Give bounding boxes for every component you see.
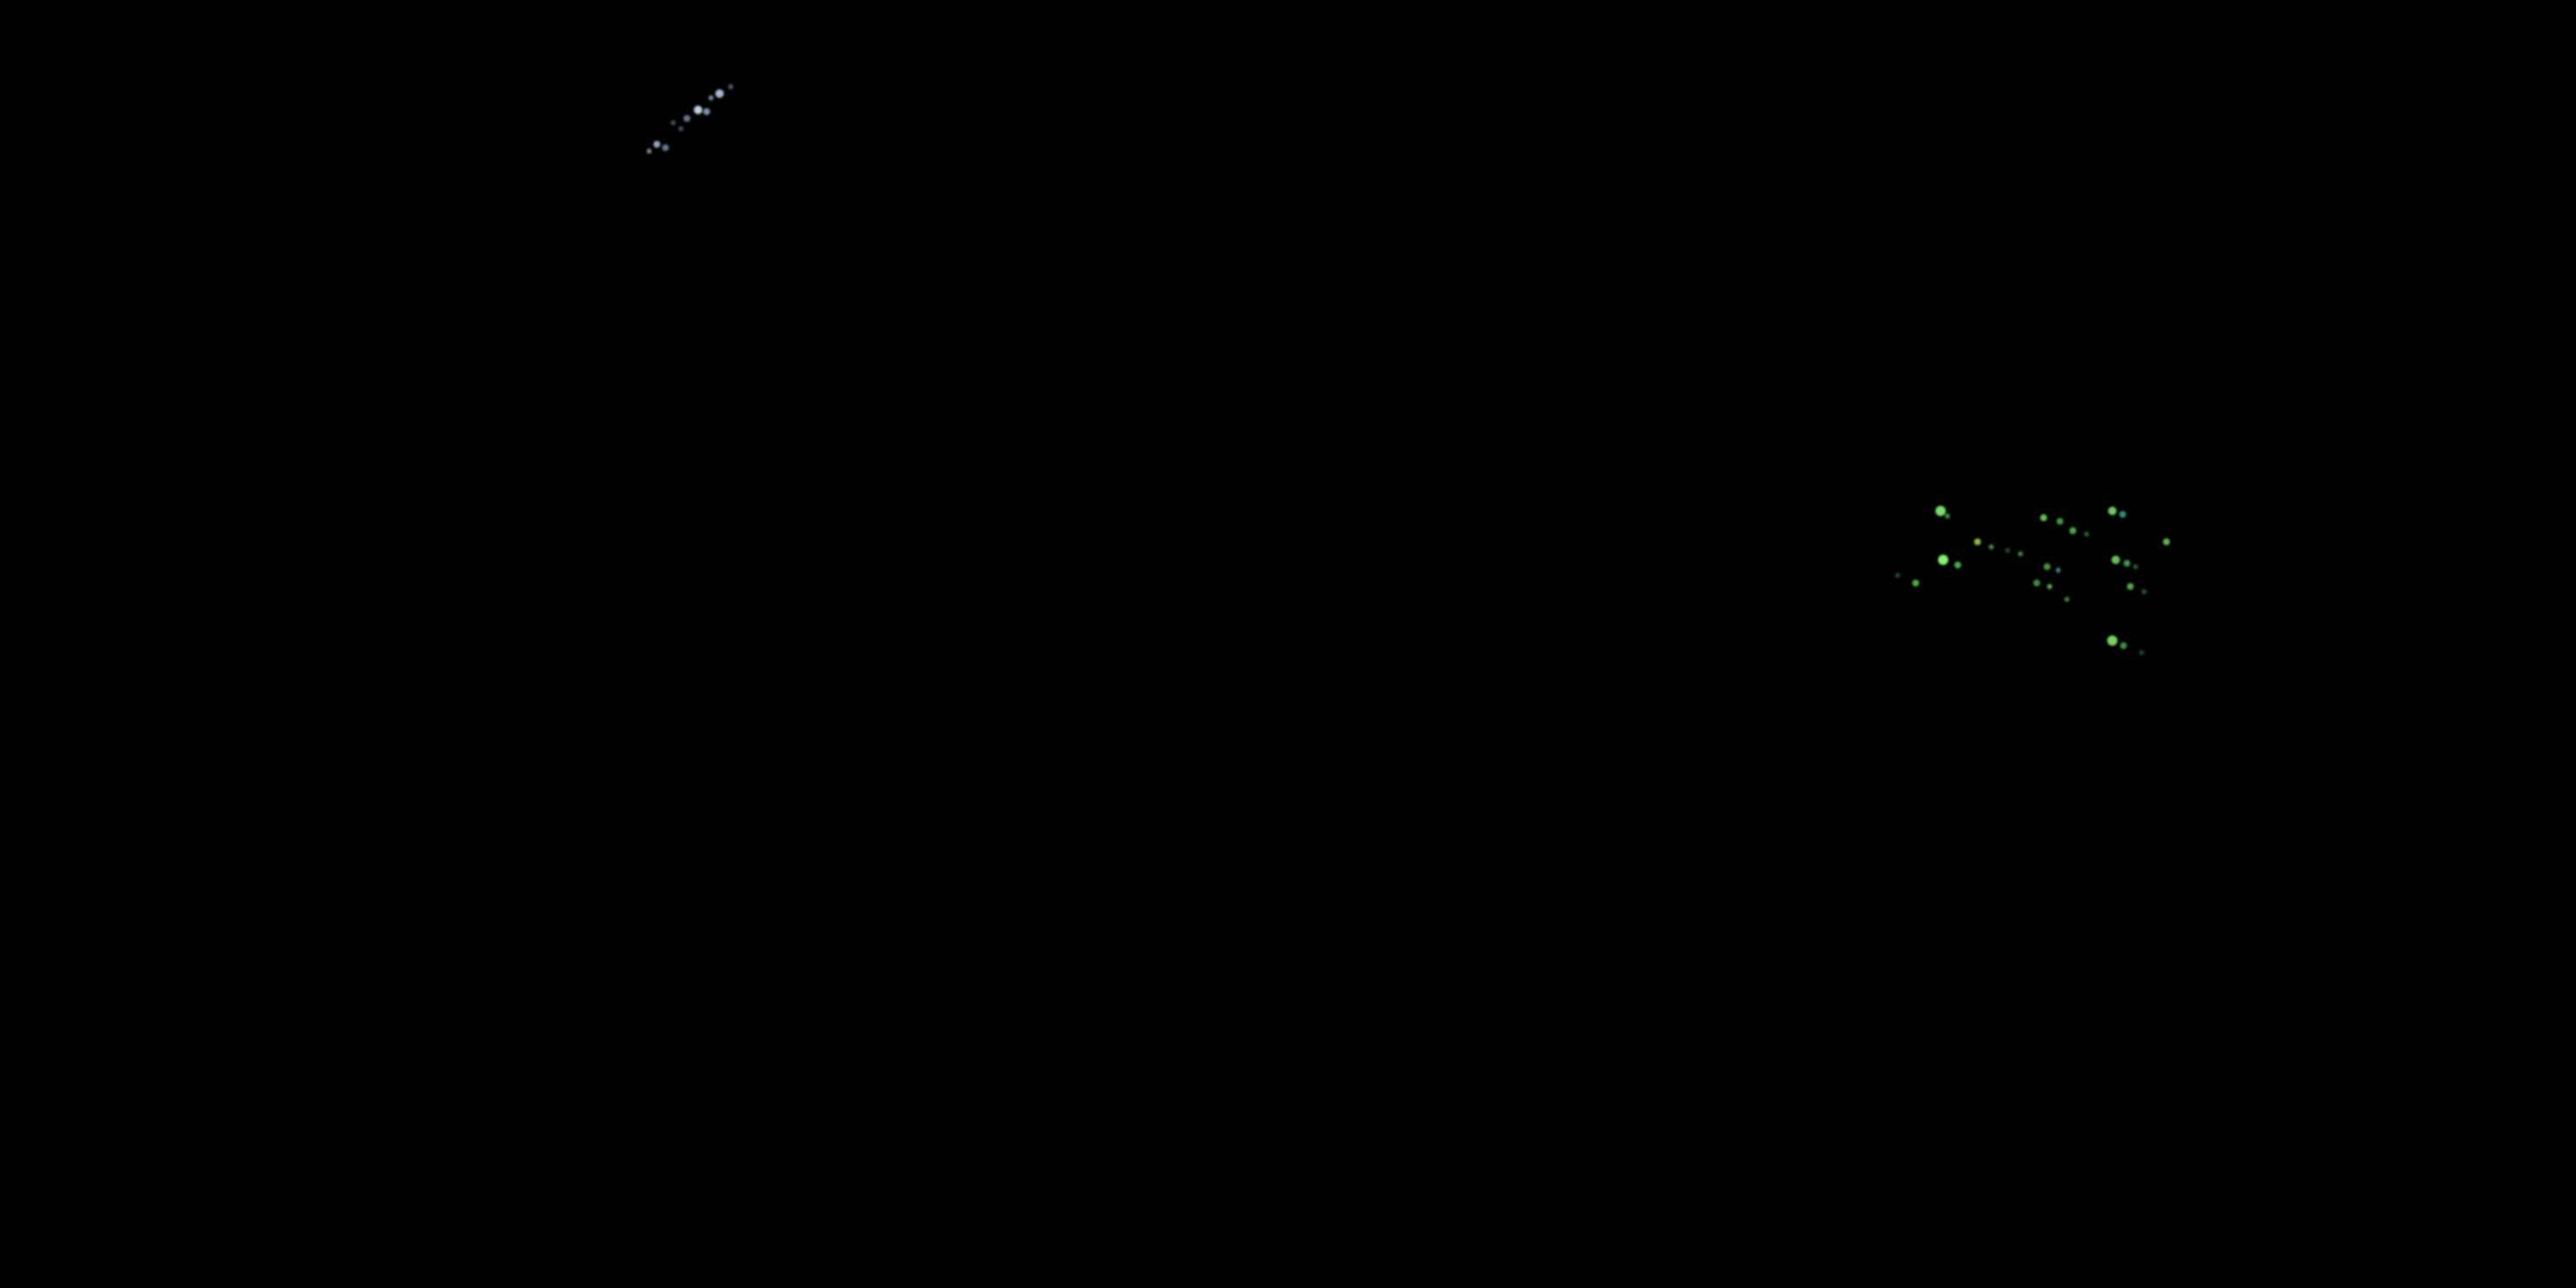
speck-dot	[2120, 642, 2127, 649]
speck-dot	[2139, 650, 2144, 655]
speck-dot	[2123, 560, 2130, 567]
speck-dot	[683, 115, 690, 122]
speck-dot	[1954, 562, 1961, 568]
speck-dot	[1974, 538, 1981, 545]
speck-dot	[2111, 556, 2120, 564]
speck-dot	[715, 89, 724, 98]
speck-dot	[2069, 527, 2076, 534]
speck-dot	[2064, 597, 2069, 602]
speck-dot	[2119, 511, 2126, 518]
speck-dot	[1912, 580, 1919, 586]
speck-dot	[2040, 514, 2047, 521]
speck-dot	[694, 106, 702, 114]
speck-dot	[2163, 538, 2170, 545]
speck-dot	[708, 95, 714, 100]
speck-dot	[2033, 580, 2040, 586]
speck-dot	[1938, 555, 1948, 565]
speck-dot	[2084, 532, 2089, 537]
speck-dot	[2056, 568, 2061, 573]
speck-dot	[2127, 583, 2134, 590]
speck-dot	[653, 141, 660, 148]
speck-dot	[2057, 518, 2063, 525]
speck-dot	[2018, 551, 2023, 556]
blue-speck-cluster	[647, 84, 733, 154]
speck-dot	[1989, 544, 1994, 550]
speck-dot	[647, 149, 652, 154]
speck-dot	[678, 126, 683, 131]
speck-dot	[1945, 513, 1950, 519]
speck-dot	[2142, 589, 2147, 594]
green-speck-cluster	[1895, 506, 2170, 655]
speck-dot	[2108, 507, 2117, 515]
speck-dot	[1935, 506, 1946, 516]
speck-dot	[2005, 548, 2010, 553]
speck-dot	[703, 108, 710, 115]
speck-dot	[671, 120, 676, 125]
speck-dot	[2044, 563, 2050, 570]
speck-dot	[2133, 564, 2138, 569]
speck-dot	[2107, 635, 2117, 646]
speck-dot	[662, 144, 669, 151]
speck-dot	[728, 84, 733, 89]
speck-dot	[1895, 573, 1900, 578]
speck-dot	[2047, 584, 2052, 589]
